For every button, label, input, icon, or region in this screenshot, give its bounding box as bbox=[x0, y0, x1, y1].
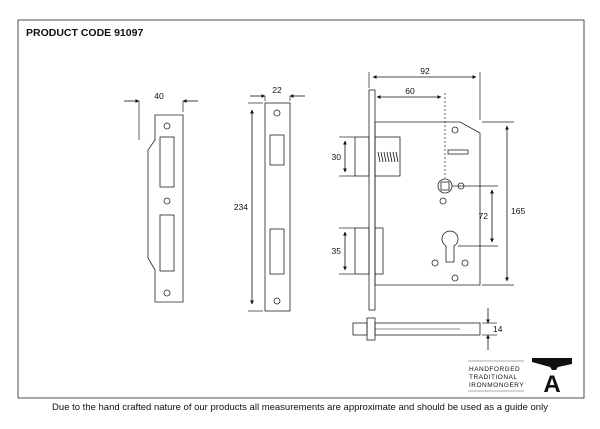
lock-case bbox=[354, 89, 481, 311]
backset-label: 60 bbox=[405, 86, 415, 96]
case-depth-label: 92 bbox=[420, 66, 430, 76]
deadbolt-height-label: 35 bbox=[332, 246, 342, 256]
anvil-logo-icon: A bbox=[532, 358, 572, 398]
brand-line-1: HANDFORGED bbox=[469, 366, 520, 373]
strike-plate bbox=[264, 102, 291, 312]
brand-block: HANDFORGED TRADITIONAL IRONMONGERY A bbox=[468, 358, 572, 398]
dim-backset: 60 bbox=[376, 86, 446, 178]
brand-line-3: IRONMONGERY bbox=[469, 382, 524, 389]
dim-bolt-thickness: 14 bbox=[482, 308, 503, 350]
dim-faceplate-width: 40 bbox=[124, 91, 198, 140]
drawing-border bbox=[17, 19, 585, 399]
latch-spring bbox=[377, 151, 399, 163]
dim-strike-height: 234 bbox=[234, 102, 263, 312]
dim-strike-width: 22 bbox=[250, 85, 305, 101]
brand-line-2: TRADITIONAL bbox=[469, 374, 517, 381]
strike-width-label: 22 bbox=[272, 85, 282, 95]
case-height-label: 165 bbox=[511, 206, 525, 216]
strike-height-label: 234 bbox=[234, 202, 248, 212]
dim-centres: 72 bbox=[452, 185, 498, 247]
dim-case-height: 165 bbox=[482, 121, 525, 286]
dim-deadbolt-height: 35 bbox=[332, 227, 355, 275]
bolt-side-view bbox=[352, 317, 481, 341]
dim-latch-height: 30 bbox=[332, 136, 355, 177]
latch-height-label: 30 bbox=[332, 152, 342, 162]
footer-note: Due to the hand crafted nature of our pr… bbox=[52, 402, 548, 413]
centres-label: 72 bbox=[479, 211, 489, 221]
dim-case-depth: 92 bbox=[368, 66, 481, 120]
faceplate-width-label: 40 bbox=[154, 91, 164, 101]
bolt-thickness-label: 14 bbox=[493, 324, 503, 334]
forend-plate bbox=[147, 114, 184, 303]
logo-letter: A bbox=[543, 371, 560, 398]
product-code: PRODUCT CODE 91097 bbox=[26, 27, 143, 39]
